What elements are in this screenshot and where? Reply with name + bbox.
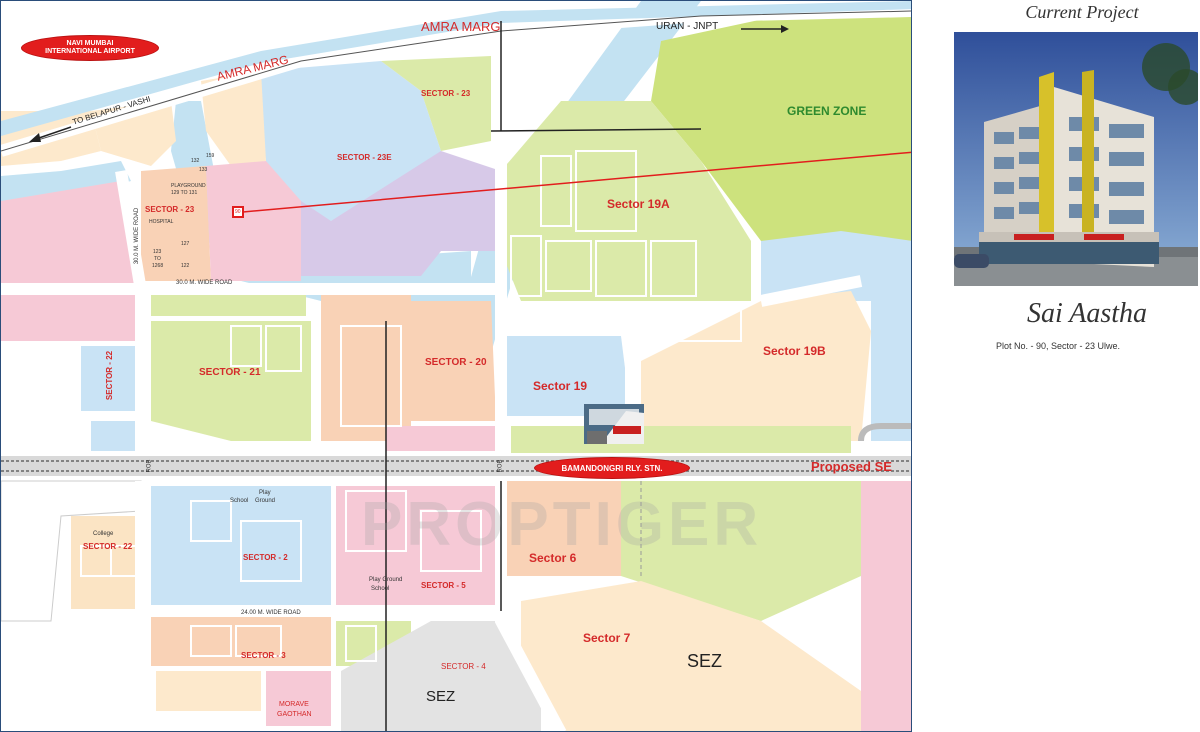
label-school-1: School [230, 498, 249, 504]
label-play-2: Play Ground [369, 577, 403, 583]
sector-7-area [521, 581, 861, 731]
sector-22-top-area [81, 346, 141, 411]
green-zone-area [651, 11, 911, 241]
label-plot-to: TO [154, 256, 161, 262]
label-sector-23-left: SECTOR - 23 [145, 205, 195, 214]
sector-23-block [206, 161, 301, 281]
sector-3-area [151, 616, 331, 666]
label-sector-19b: Sector 19B [763, 344, 826, 358]
label-sector-22-top: SECTOR - 22 [105, 350, 115, 401]
sector-5-area [336, 486, 496, 606]
rob-right: ROB [497, 459, 504, 473]
label-hospital: HOSPITAL [149, 219, 174, 225]
label-morave-2: GAOTHAN [277, 711, 312, 718]
building-photo [954, 32, 1198, 286]
label-sector-4: SECTOR - 4 [441, 662, 486, 671]
label-sector-3: SECTOR - 3 [241, 651, 286, 660]
label-sez-right: SEZ [687, 651, 723, 671]
label-plot-127: 127 [181, 241, 190, 247]
road-30m-v: 30.0 M. WIDE ROAD [134, 207, 141, 265]
label-sector-7: Sector 7 [583, 631, 631, 645]
sector-19b-area [641, 291, 871, 441]
label-sector-19a: Sector 19A [607, 197, 670, 211]
sector-4-area [341, 621, 541, 731]
label-sector-2: SECTOR - 2 [243, 553, 288, 562]
label-sez-left: SEZ [426, 688, 456, 705]
sector-6-area [506, 481, 621, 576]
airport-badge: NAVI MUMBAI INTERNATIONAL AIRPORT [21, 35, 159, 61]
map-graphic [1, 1, 911, 731]
label-sector-23e: SECTOR - 23E [337, 153, 392, 162]
sector-23-area [381, 56, 491, 151]
sector-23-left-area [141, 166, 211, 281]
station-badge: BAMANDONGRI RLY. STN. [534, 457, 690, 479]
project-address: Plot No. - 90, Sector - 23 Ulwe. [996, 341, 1121, 351]
sector-20-area [411, 301, 496, 421]
green-band-south [621, 481, 861, 621]
road-amra-marg: AMRA MARG [421, 19, 501, 34]
watermark: PROPTIGER [361, 490, 763, 559]
road-24m: 24.00 M. WIDE ROAD [241, 610, 301, 616]
sector-21-area [151, 321, 311, 441]
label-college: College [93, 531, 114, 537]
amra-marg-band [1, 1, 911, 136]
sector-19-area [506, 336, 631, 416]
pointer-line [242, 151, 911, 213]
label-sector-19: Sector 19 [533, 379, 588, 393]
lavender-zone [301, 151, 501, 276]
arrow-left-icon [35, 126, 72, 140]
proposed-label: Proposed SE [811, 459, 892, 474]
label-sector-22-bottom: SECTOR - 22 [83, 542, 133, 551]
location-map: BAMANDONGRI RLY. STN. NAVI MUMBAI INTERN… [0, 0, 912, 732]
airport-line1: NAVI MUMBAI [66, 40, 114, 47]
project-panel: Current Project [912, 0, 1200, 732]
sector-20-west [321, 291, 411, 441]
sector-22-bottom-area [71, 516, 141, 609]
rob-left: ROB [146, 459, 153, 473]
sector-19a-area [501, 101, 751, 301]
label-plot-122: 122 [181, 263, 190, 269]
label-sector-5: SECTOR - 5 [421, 581, 466, 590]
project-name: Sai Aastha [1026, 298, 1148, 329]
label-sector-20: SECTOR - 20 [425, 357, 487, 368]
label-sector-23: SECTOR - 23 [421, 89, 471, 98]
airport-line2: INTERNATIONAL AIRPORT [45, 48, 135, 55]
label-green-zone: GREEN ZONE [787, 104, 867, 118]
label-plot-132: 132 [191, 158, 200, 164]
road-uran-jnpt: URAN - JNPT [656, 21, 719, 32]
label-plot-1268: 1268 [152, 263, 164, 269]
morave-area [266, 671, 331, 726]
label-plot-133: 133 [199, 167, 208, 173]
label-sector-21: SECTOR - 21 [199, 367, 261, 378]
label-play-1b: Ground [255, 498, 276, 504]
label-play-1a: Play [259, 490, 271, 496]
label-playground-23: PLAYGROUND [171, 183, 206, 189]
railway-corridor [1, 456, 911, 476]
label-plot-123: 123 [153, 249, 162, 255]
project-heading: Current Project [1025, 2, 1139, 22]
label-morave-1: MORAVE [279, 701, 309, 708]
road-30m-h: 30.0 M. WIDE ROAD [176, 280, 233, 286]
creek-left [1, 161, 131, 206]
label-plot-90: 90 [235, 209, 241, 215]
label-plot-nos: 129 TO 131 [171, 190, 198, 196]
label-sector-6: Sector 6 [529, 551, 577, 565]
train-photo [584, 404, 644, 444]
label-plot-159: 159 [206, 153, 215, 159]
label-school-2: School [371, 586, 390, 592]
